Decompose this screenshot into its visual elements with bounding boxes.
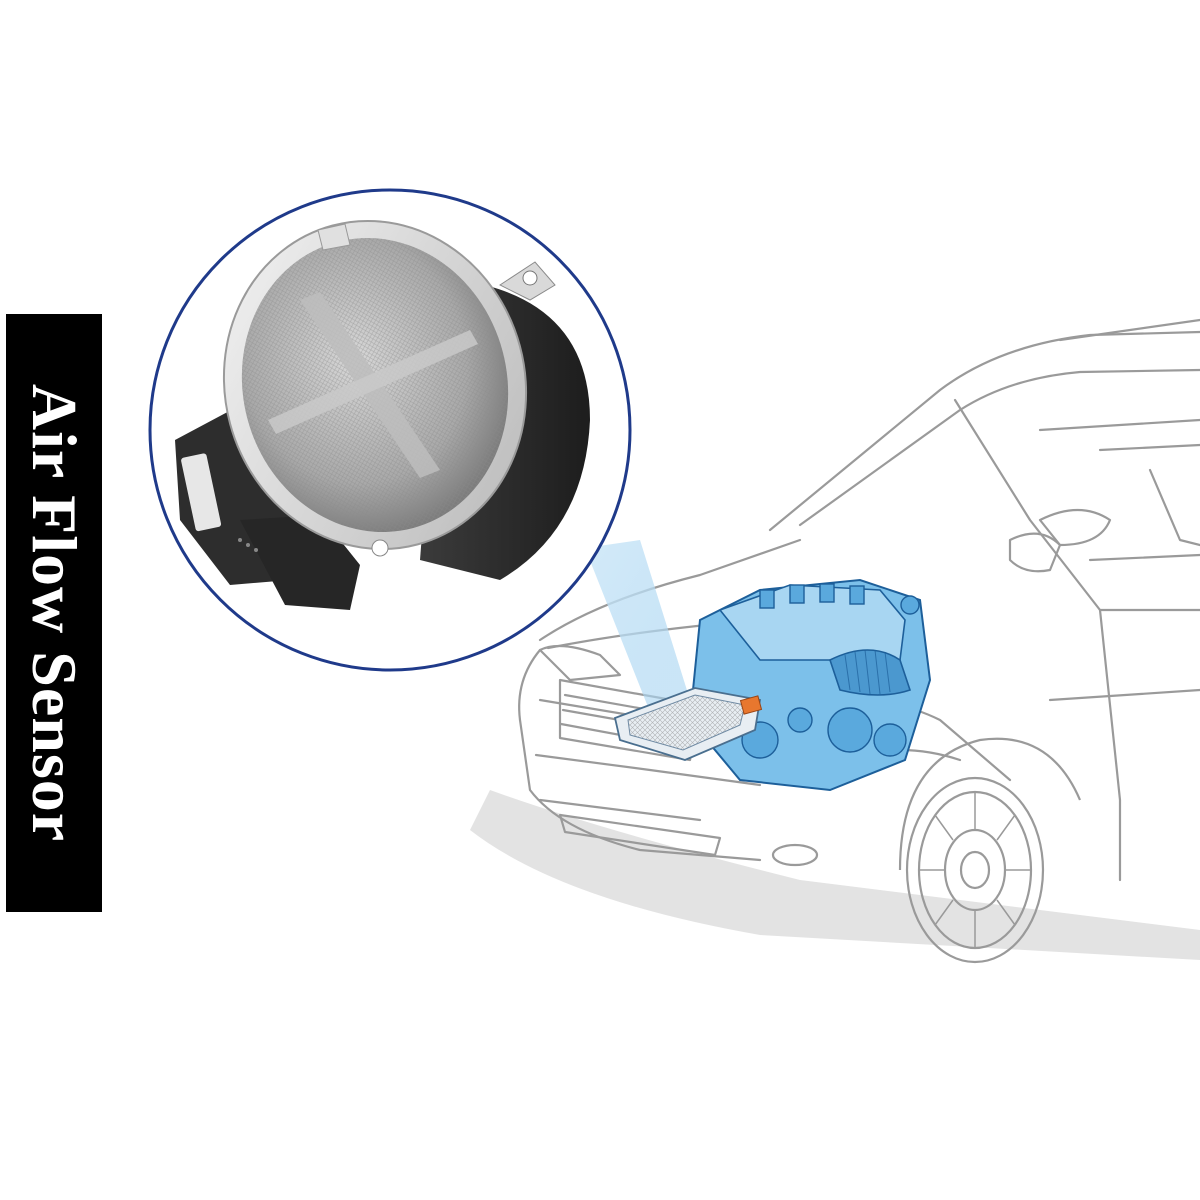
sensor-photo — [148, 188, 632, 672]
banner-title: Air Flow Sensor — [19, 383, 90, 843]
car-shadow — [470, 790, 1200, 960]
engine-icon — [613, 578, 932, 792]
side-banner: Air Flow Sensor — [6, 314, 102, 912]
highlight-beam — [585, 540, 690, 712]
sensor-location-marker — [739, 695, 763, 715]
sensor-circle-frame — [148, 188, 632, 672]
front-wheel — [898, 737, 1082, 964]
